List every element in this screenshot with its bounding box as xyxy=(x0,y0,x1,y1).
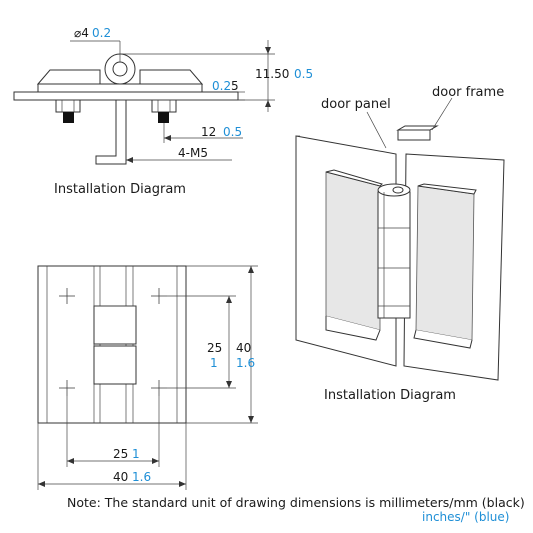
h-spacing-in: 1 xyxy=(132,447,140,461)
width-in: 1.6 xyxy=(132,470,151,484)
hole-marks xyxy=(59,288,167,396)
knuckle-segment-1 xyxy=(93,305,137,345)
thickness-dim-in: 0.2 xyxy=(212,79,231,93)
v-spacing-mm: 25 xyxy=(207,341,222,355)
door-frame-profile xyxy=(95,99,127,165)
bolt-left xyxy=(55,99,81,123)
door-frame-strip xyxy=(396,125,439,141)
hole-dia-in: 0.2 xyxy=(92,26,111,40)
front-view: 25 1 40 1.6 25 1 40 1.6 xyxy=(37,265,258,490)
height-dim-mm: 11.50 xyxy=(255,67,289,81)
v-spacing-in: 1 xyxy=(210,356,218,370)
offset-dim-mm: 12 xyxy=(201,125,216,139)
width-mm: 40 xyxy=(113,470,128,484)
hole-dia-mm: 4 xyxy=(81,26,89,40)
label-door-panel: door panel xyxy=(321,97,391,112)
note-line-2: inches/" (blue) xyxy=(422,510,509,524)
top-view-caption: Installation Diagram xyxy=(54,182,186,197)
iso-view-caption: Installation Diagram xyxy=(324,388,456,403)
label-door-frame: door frame xyxy=(432,85,504,100)
hinge-pin-hole xyxy=(112,61,128,77)
iso-view: door panel door frame Installation Diagr… xyxy=(295,85,505,403)
hinge-knuckle-iso xyxy=(377,191,411,319)
hinge-leaf-left xyxy=(325,171,381,331)
top-section-view: ⌀4 0.2 11.50 0.5 0.2 5 12 0.5 4-M5 Insta… xyxy=(13,26,313,197)
bolt-right xyxy=(151,99,177,123)
thickness-dim-mm: 5 xyxy=(231,79,239,93)
screw-label: 4-M5 xyxy=(178,146,208,160)
hinge-leaf-right xyxy=(415,185,475,341)
height-in: 1.6 xyxy=(236,356,255,370)
hinge-leaf-base xyxy=(37,83,203,93)
height-mm: 40 xyxy=(236,341,251,355)
h-spacing-mm: 25 xyxy=(113,447,128,461)
svg-text:⌀4: ⌀4 xyxy=(74,26,89,40)
mounting-plate xyxy=(13,91,239,101)
offset-dim-in: 0.5 xyxy=(223,125,242,139)
height-dim-in: 0.5 xyxy=(294,67,313,81)
knuckle-segment-2 xyxy=(93,345,137,385)
hole-dia-symbol: ⌀ xyxy=(74,26,81,40)
note-line-1: Note: The standard unit of drawing dimen… xyxy=(67,495,525,510)
